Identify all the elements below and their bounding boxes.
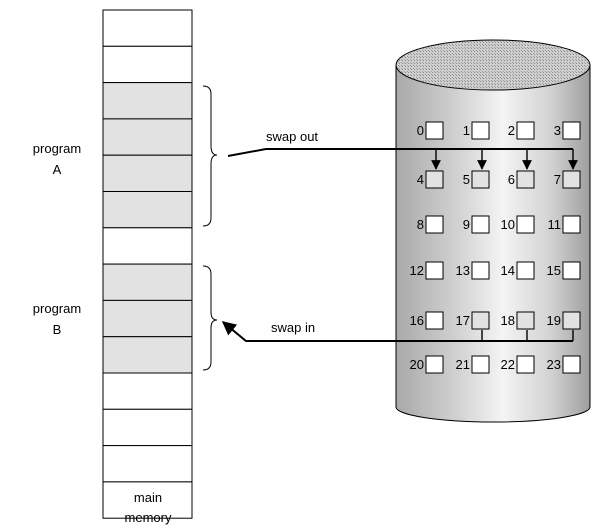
disk-block-number: 15: [547, 263, 561, 278]
disk-block-empty: [425, 215, 444, 234]
disk-block-empty: [425, 121, 444, 140]
memory-slot-used: [102, 263, 193, 301]
program-a-label-line1: program: [33, 141, 81, 156]
memory-slot-free: [102, 9, 193, 47]
disk-block-number: 3: [554, 123, 561, 138]
disk-block-filled: [471, 311, 490, 330]
disk-block-filled: [425, 170, 444, 189]
disk-block-number: 12: [410, 263, 424, 278]
memory-caption-line1: main: [134, 490, 162, 505]
disk-block-number: 6: [508, 172, 515, 187]
disk-block-number: 2: [508, 123, 515, 138]
memory-slot-used: [102, 191, 193, 229]
disk-block-empty: [562, 215, 581, 234]
memory-slot-used: [102, 336, 193, 374]
disk-block-number: 22: [501, 357, 515, 372]
disk-block-filled: [516, 311, 535, 330]
swap-out-label: swap out: [266, 129, 318, 144]
disk-block-empty: [516, 215, 535, 234]
memory-slot-used: [102, 82, 193, 120]
disk-block-filled: [516, 170, 535, 189]
disk-block-empty: [425, 355, 444, 374]
disk-block-number: 10: [501, 217, 515, 232]
memory-caption-line2: memory: [125, 510, 172, 525]
disk-block-number: 1: [463, 123, 470, 138]
disk-block-filled: [562, 170, 581, 189]
disk-block-empty: [471, 121, 490, 140]
disk-block-number: 23: [547, 357, 561, 372]
disk-block-empty: [562, 261, 581, 280]
disk-block-number: 20: [410, 357, 424, 372]
disk-block-number: 7: [554, 172, 561, 187]
disk-block-filled: [562, 311, 581, 330]
disk-block-empty: [471, 215, 490, 234]
disk-top: [395, 39, 591, 91]
disk-block-number: 14: [501, 263, 515, 278]
disk-block-empty: [562, 121, 581, 140]
disk-body: [395, 64, 591, 423]
disk-block-number: 19: [547, 313, 561, 328]
disk-block-number: 8: [417, 217, 424, 232]
memory-slot-free: [102, 227, 193, 265]
disk-block-number: 0: [417, 123, 424, 138]
program-b-brace: [202, 265, 218, 371]
disk-block-number: 18: [501, 313, 515, 328]
disk-block-number: 9: [463, 217, 470, 232]
main-memory: [102, 9, 193, 519]
memory-slot-free: [102, 45, 193, 84]
disk-block-number: 13: [456, 263, 470, 278]
disk-block-empty: [471, 261, 490, 280]
program-b-label-line2: B: [53, 322, 62, 337]
program-b-label-line1: program: [33, 301, 81, 316]
disk-block-empty: [516, 355, 535, 374]
memory-slot-free: [102, 481, 193, 519]
disk-block-empty: [516, 121, 535, 140]
memory-slot-used: [102, 154, 193, 192]
memory-slot-free: [102, 408, 193, 447]
disk-block-empty: [516, 261, 535, 280]
swap-in-label: swap in: [271, 320, 315, 335]
program-a-brace: [202, 85, 218, 227]
disk-block-number: 21: [456, 357, 470, 372]
disk-block-empty: [471, 355, 490, 374]
disk-block-filled: [471, 170, 490, 189]
disk-block-empty: [425, 261, 444, 280]
program-a-label-line2: A: [53, 162, 62, 177]
disk-block-empty: [562, 355, 581, 374]
swap-out-arrow: swap out: [227, 129, 578, 170]
disk-block-empty: [425, 311, 444, 330]
disk-block-number: 11: [548, 217, 562, 232]
memory-slot-free: [102, 372, 193, 410]
memory-slot-used: [102, 299, 193, 338]
swap-in-arrow: swap in: [221, 320, 574, 342]
disk-block-number: 4: [417, 172, 424, 187]
disk-cylinder: [395, 39, 591, 423]
disk-block-number: 17: [456, 313, 470, 328]
disk-block-number: 16: [410, 313, 424, 328]
disk-block-number: 5: [463, 172, 470, 187]
memory-slot-free: [102, 445, 193, 483]
memory-slot-used: [102, 118, 193, 156]
